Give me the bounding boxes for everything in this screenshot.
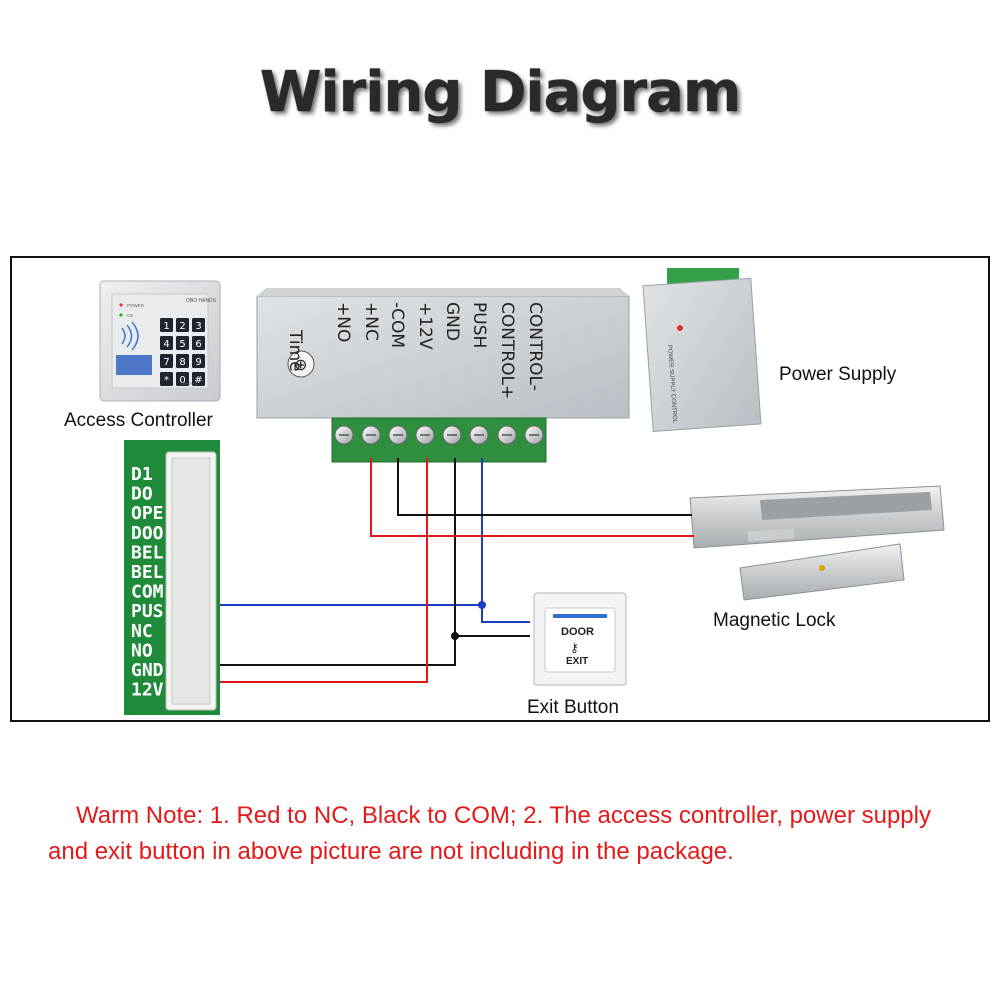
keypad-model: OBO-K1 [181,381,199,386]
warm-note: Warm Note: 1. Red to NC, Black to COM; 2… [48,798,988,870]
pcb-pin-label: COM [131,582,164,603]
keypad-key-6 [192,336,205,350]
pcb-pin-label: NO [131,640,153,661]
terminal-label: CONTROL+ [497,302,517,399]
pcb-pin-label: OPE [131,503,164,524]
warm-note-line-1: Warm Note: 1. Red to NC, Black to COM; 2… [76,802,931,829]
keypad-key-label: 7 [163,357,169,368]
power-supply-face-label: POWER SUPPLY CONTROL [666,345,678,424]
wire-red-12v-to-pcb [220,458,428,683]
exit-button-exit-text: EXIT [566,656,588,667]
junction-black [451,632,459,640]
keypad-key-label: 8 [179,357,185,368]
keypad-key-1 [160,318,173,332]
wire-black-com-to-lock [397,458,692,516]
key-icon: ⚷ [570,641,579,655]
keypad-power-label: POWER [127,303,145,308]
keypad-key-7 [160,354,173,368]
power-supply-label: Power Supply [779,364,897,385]
exit-button-label: Exit Button [527,697,619,718]
access-controller-label: Access Controller [64,410,214,431]
pcb-pin-label: GND [131,660,164,681]
keypad-key-label: 0 [179,375,185,386]
keypad-key-5 [176,336,189,350]
relay-control-box: ⊕ Time +NO +NC -COM +12V GND PUSH CONTROL+ CONT… [256,288,630,463]
keypad-key-4 [160,336,173,350]
magnetic-lock-label: Magnetic Lock [713,610,836,631]
pcb-pin-label: PUS [131,601,164,622]
pcb-pin-label: BEL [131,542,164,563]
pcb-pin-label: D1 [131,464,153,485]
keypad-key-label: # [194,375,202,386]
keypad-key-label: 9 [195,357,201,368]
exit-button-door-text: DOOR [561,626,594,638]
pcb-pin-label: 12V [131,680,164,701]
keypad-key-2 [176,318,189,332]
page-title: Wiring Diagram [259,60,742,125]
keypad-key-9 [192,354,205,368]
adjust-knob-icon: ⊕ [294,357,307,374]
wire-red-nc-to-lock [370,458,694,537]
keypad-key-label: 4 [163,339,169,350]
pcb-pin-label: BEL [131,562,164,583]
terminal-label: +NO [333,302,353,342]
pcb-pin-label: DO [131,484,153,505]
time-label: Time [285,329,305,372]
relay-terminal-labels: +NO +NC -COM +12V GND PUSH CONTROL+ CONTROL- [333,302,545,399]
wire-black-gnd-to-pcb [220,458,456,666]
magnetic-lock [689,485,945,601]
power-supply-unit: POWER SUPPLY CONTROL [642,268,762,432]
terminal-label: GND [442,302,462,341]
keypad-key-label: 5 [179,339,185,350]
keypad-brand: OBO HANDS [186,298,217,304]
wires [220,458,694,683]
keypad-key-3 [192,318,205,332]
terminal-label: PUSH [469,302,489,348]
keypad-key-label: 6 [195,339,201,350]
keypad-key-label: 2 [179,321,185,332]
terminal-label: +12V [415,302,435,350]
keypad-key-label: 1 [163,321,169,332]
keypad-key-label: 3 [195,321,201,332]
keypad-ok-label: OK [127,313,134,318]
exit-button-device: DOOR ⚷ EXIT [533,592,627,686]
terminal-label: CONTROL- [525,302,545,391]
terminal-label: +NC [361,302,381,341]
keypad-key-8 [176,354,189,368]
warm-note-line-2: and exit button in above picture are not… [48,838,734,865]
wire-blue-push-to-exit [481,605,530,623]
keypad-key-11 [176,372,189,386]
keypad-key-12 [192,372,205,386]
keypad-key-10 [160,372,173,386]
pcb-pin-label: DOO [131,523,164,544]
pcb-pin-label: NC [131,621,153,642]
keypad-key-label: * [164,375,169,386]
terminal-label: -COM [387,302,407,348]
junction-blue [478,601,486,609]
